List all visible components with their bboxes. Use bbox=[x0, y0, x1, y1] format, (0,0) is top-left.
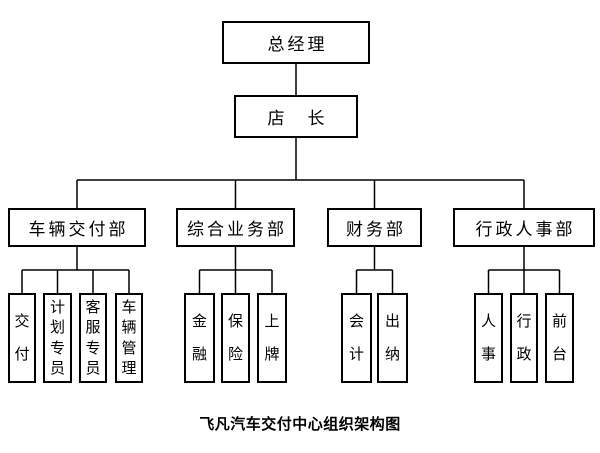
node-delivery: 交付 bbox=[8, 293, 36, 383]
node-dept-vehicle-delivery: 车辆交付部 bbox=[8, 208, 146, 247]
node-vehicle-management: 车辆管理 bbox=[115, 293, 143, 383]
node-label: 车辆管理 bbox=[121, 299, 137, 377]
node-plate-registration: 上牌 bbox=[257, 293, 287, 383]
node-customer-service-specialist: 客服专员 bbox=[79, 293, 107, 383]
node-label: 金融 bbox=[191, 312, 207, 364]
node-label: 计划专员 bbox=[49, 299, 65, 377]
node-label: 人事 bbox=[480, 312, 496, 364]
node-label: 车辆交付部 bbox=[28, 220, 129, 239]
node-label: 上牌 bbox=[264, 312, 280, 364]
node-dept-finance: 财务部 bbox=[327, 208, 422, 247]
node-label: 店 长 bbox=[267, 109, 328, 128]
node-label: 交付 bbox=[14, 312, 30, 364]
node-label: 前台 bbox=[551, 312, 567, 364]
node-administration: 行政 bbox=[510, 293, 538, 383]
node-front-desk: 前台 bbox=[545, 293, 574, 383]
node-label: 行政 bbox=[516, 312, 532, 364]
node-accountant: 会计 bbox=[341, 293, 372, 383]
node-planning-specialist: 计划专员 bbox=[43, 293, 72, 383]
node-label: 总经理 bbox=[267, 35, 328, 54]
node-dept-admin-hr: 行政人事部 bbox=[453, 208, 595, 247]
node-label: 出纳 bbox=[384, 312, 400, 364]
node-financing: 金融 bbox=[184, 293, 215, 383]
node-insurance: 保险 bbox=[221, 293, 250, 383]
node-label: 行政人事部 bbox=[475, 220, 576, 239]
node-hr: 人事 bbox=[474, 293, 503, 383]
node-cashier: 出纳 bbox=[377, 293, 408, 383]
node-label: 综合业务部 bbox=[187, 220, 287, 239]
node-label: 财务部 bbox=[346, 220, 406, 239]
node-label: 会计 bbox=[348, 312, 364, 364]
node-dept-general-business: 综合业务部 bbox=[176, 208, 295, 247]
node-store-manager: 店 长 bbox=[234, 95, 358, 138]
node-label: 保险 bbox=[227, 312, 243, 364]
node-label: 客服专员 bbox=[85, 299, 101, 377]
chart-caption: 飞凡汽车交付中心组织架构图 bbox=[199, 416, 401, 433]
node-general-manager: 总经理 bbox=[222, 21, 370, 64]
